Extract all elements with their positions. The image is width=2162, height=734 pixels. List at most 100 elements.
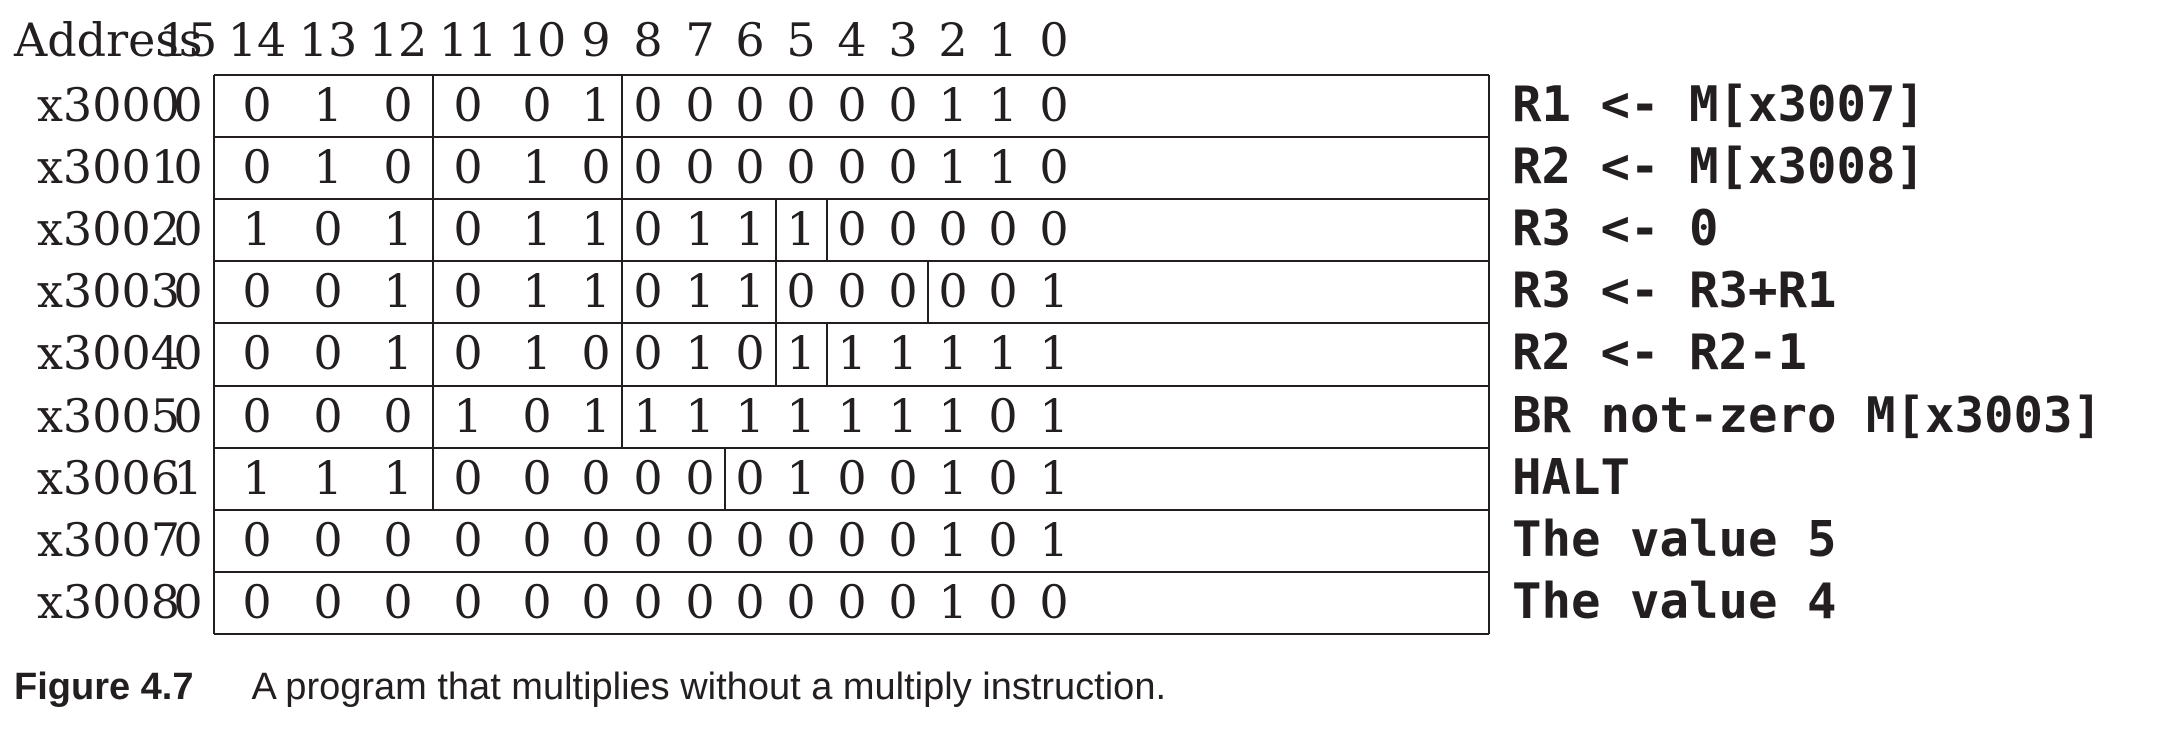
bit-cell: 1 <box>1039 512 1069 567</box>
bit-cell: 0 <box>685 78 715 132</box>
bit-cell: 1 <box>581 388 611 443</box>
bit-cell: 0 <box>453 574 483 629</box>
memory-address: x3002 <box>36 202 180 257</box>
bit-cell: 0 <box>633 140 663 195</box>
bit-cell: 0 <box>837 574 867 629</box>
bit-cell: 1 <box>988 78 1018 132</box>
bit-cell: 1 <box>938 450 968 505</box>
bit-cell: 0 <box>786 264 816 319</box>
bit-cell: 1 <box>313 450 343 505</box>
bit-cell: 0 <box>1039 202 1069 257</box>
bit-cell: 0 <box>453 202 483 257</box>
bit-number-label: 10 <box>507 13 567 67</box>
bit-cell: 1 <box>581 202 611 257</box>
row-separator <box>214 384 1489 387</box>
bit-cell: 0 <box>633 450 663 505</box>
bit-cell: 0 <box>837 140 867 195</box>
bit-cell: 1 <box>522 264 552 319</box>
field-separator <box>621 199 623 262</box>
bit-number-label: 12 <box>368 13 428 67</box>
instruction-comment: R2 <- M[x3008] <box>1512 138 1926 196</box>
bit-cell: 1 <box>786 450 816 505</box>
bit-cell: 0 <box>988 574 1018 629</box>
bit-cell: 0 <box>888 512 918 567</box>
bit-cell: 0 <box>938 202 968 257</box>
bit-cell: 0 <box>988 388 1018 443</box>
bit-cell: 1 <box>988 140 1018 195</box>
bit-number-label: 2 <box>938 13 968 67</box>
bit-cell: 0 <box>173 326 203 381</box>
field-separator <box>774 261 777 324</box>
bit-cell: 1 <box>313 78 343 132</box>
bit-cell: 1 <box>938 140 968 195</box>
bit-cell: 0 <box>633 78 663 132</box>
bit-cell: 1 <box>735 202 765 257</box>
bit-cell: 0 <box>173 264 203 319</box>
bit-cell: 1 <box>633 388 663 443</box>
instruction-comment: R3 <- 0 <box>1512 200 1719 258</box>
bit-cell: 1 <box>938 512 968 567</box>
field-separator <box>724 447 726 510</box>
bit-cell: 0 <box>453 450 483 505</box>
bit-cell: 0 <box>1039 78 1069 132</box>
bit-cell: 0 <box>786 512 816 567</box>
row-separator <box>214 446 1489 449</box>
bit-cell: 1 <box>173 450 203 505</box>
bit-number-label: 7 <box>685 13 715 67</box>
bit-cell: 0 <box>837 202 867 257</box>
field-separator <box>432 137 434 200</box>
bit-cell: 1 <box>685 202 715 257</box>
bit-cell: 0 <box>581 326 611 381</box>
bit-cell: 0 <box>685 140 715 195</box>
bit-cell: 1 <box>1039 264 1069 319</box>
memory-address: x3001 <box>36 140 180 195</box>
row-separator <box>214 198 1489 201</box>
field-separator <box>621 137 623 200</box>
bit-number-label: 14 <box>227 13 287 67</box>
bit-cell: 0 <box>735 78 765 132</box>
bit-cell: 0 <box>173 388 203 443</box>
figure-caption-text: A program that multiplies without a mult… <box>251 666 1167 708</box>
memory-address: x3000 <box>36 78 180 132</box>
bit-cell: 0 <box>786 574 816 629</box>
bit-cell: 1 <box>938 574 968 629</box>
row-separator <box>214 260 1489 263</box>
field-separator <box>621 261 623 324</box>
bit-cell: 0 <box>313 574 343 629</box>
bit-cell: 0 <box>633 264 663 319</box>
bit-cell: 0 <box>242 388 272 443</box>
field-separator <box>432 323 434 386</box>
bit-cell: 0 <box>685 512 715 567</box>
instruction-comment: R3 <- R3+R1 <box>1512 262 1837 320</box>
bit-cell: 0 <box>581 140 611 195</box>
bit-cell: 0 <box>313 326 343 381</box>
bit-cell: 0 <box>837 264 867 319</box>
memory-address: x3007 <box>36 512 180 567</box>
bit-cell: 0 <box>522 78 552 132</box>
field-separator <box>621 75 623 138</box>
bit-cell: 0 <box>522 574 552 629</box>
instruction-comment: The value 5 <box>1512 510 1837 568</box>
bit-cell: 0 <box>581 574 611 629</box>
bit-cell: 0 <box>313 388 343 443</box>
bit-cell: 0 <box>581 450 611 505</box>
bit-cell: 1 <box>1039 450 1069 505</box>
figure-caption-label: Figure 4.7 <box>14 666 194 708</box>
bit-cell: 0 <box>383 78 413 132</box>
bit-cell: 1 <box>735 388 765 443</box>
bit-cell: 0 <box>242 512 272 567</box>
bit-cell: 0 <box>242 140 272 195</box>
row-separator <box>214 136 1489 139</box>
bit-cell: 0 <box>837 450 867 505</box>
bit-cell: 1 <box>735 264 765 319</box>
bit-cell: 0 <box>383 512 413 567</box>
bit-cell: 1 <box>685 326 715 381</box>
bit-cell: 0 <box>735 512 765 567</box>
bit-cell: 1 <box>938 326 968 381</box>
bit-cell: 0 <box>633 202 663 257</box>
bit-cell: 0 <box>383 388 413 443</box>
field-separator <box>927 261 929 324</box>
bit-cell: 0 <box>837 78 867 132</box>
bit-cell: 0 <box>888 140 918 195</box>
